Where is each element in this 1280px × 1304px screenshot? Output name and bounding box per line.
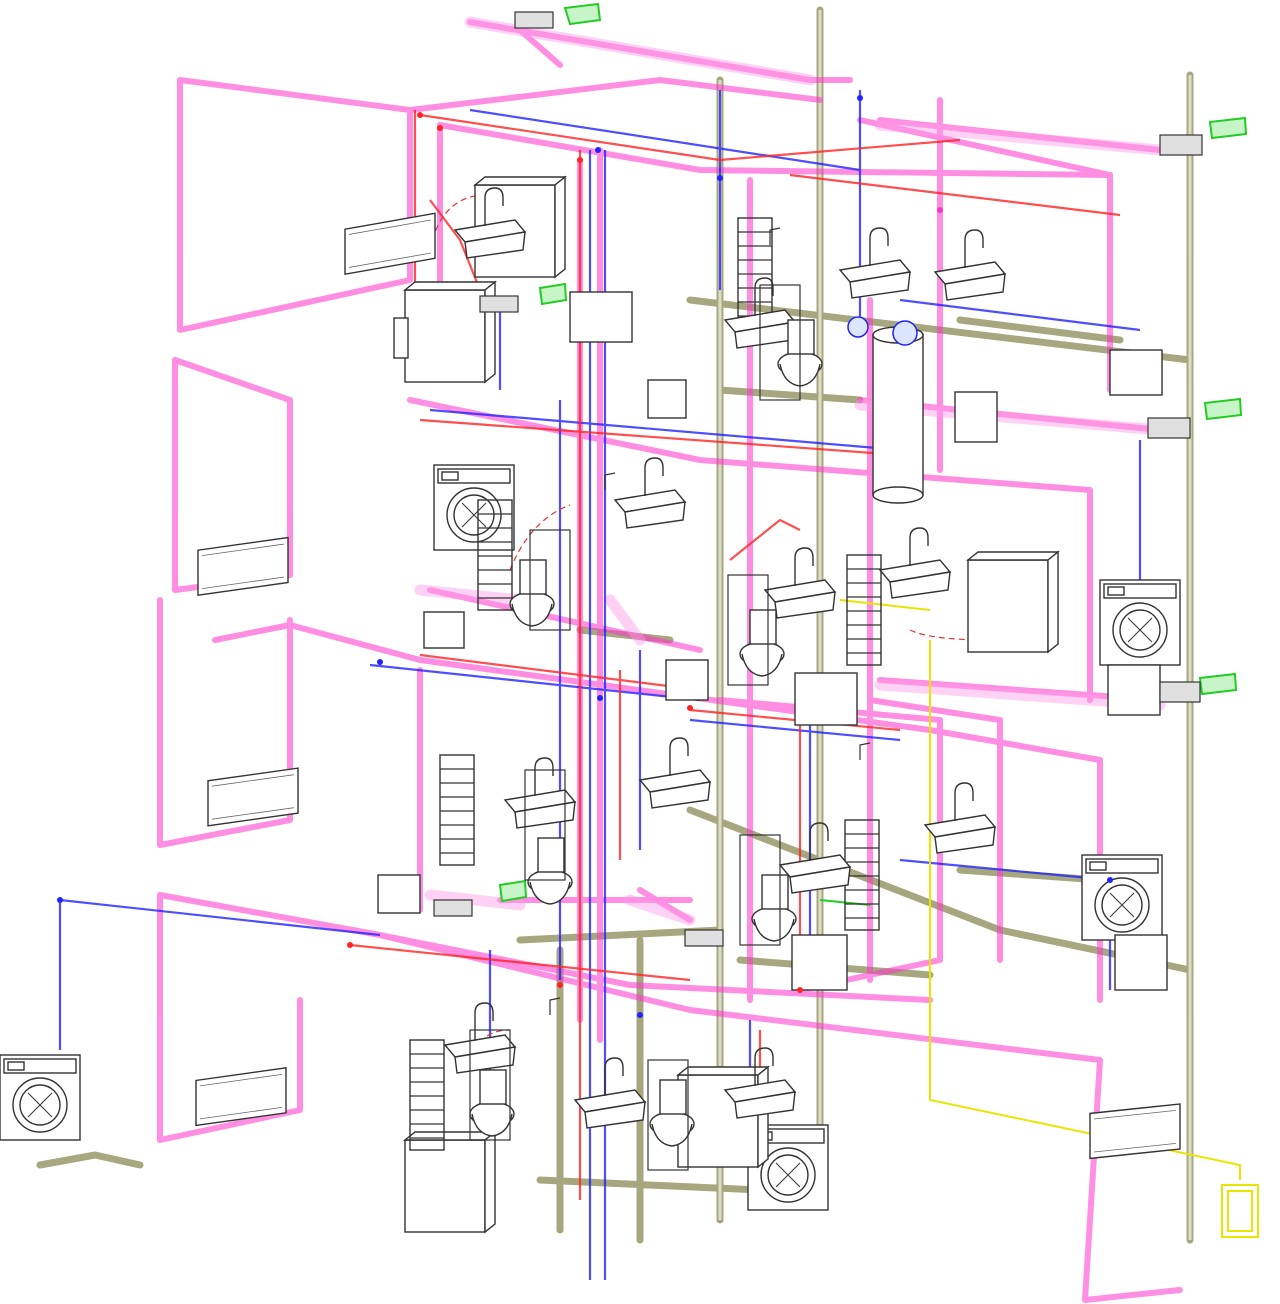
manifold-icon <box>433 11 1203 947</box>
hot-water-network <box>349 110 1121 1200</box>
radiator-icon <box>1114 934 1168 991</box>
fitting-markers <box>57 95 1113 1018</box>
radiator-icon <box>197 536 289 596</box>
radiator-icon <box>647 379 687 419</box>
sink-icon <box>444 1002 516 1074</box>
washing-machine-icon <box>433 464 515 551</box>
washing-machine-icon <box>1099 579 1181 666</box>
toilet-icon <box>751 874 797 942</box>
water-heater-icon <box>872 326 924 504</box>
sink-icon <box>639 737 711 809</box>
radiator-icon <box>791 934 848 991</box>
boiler-icon <box>967 551 1059 653</box>
toilet-icon <box>739 609 785 677</box>
washing-machine-icon <box>1081 854 1163 941</box>
boiler-icon <box>404 1131 496 1233</box>
radiator-icon <box>794 672 858 726</box>
toilet-icon <box>469 1069 515 1137</box>
radiator-icon <box>423 611 465 649</box>
install-frames <box>469 284 801 1171</box>
sink-icon <box>574 1057 646 1129</box>
radiator-icon <box>1089 1103 1181 1160</box>
radiator-icon <box>377 874 421 914</box>
washing-machine-icon <box>0 1054 81 1141</box>
sink-icon <box>614 457 686 529</box>
fixtures <box>0 11 1203 1233</box>
towel-warmer-icon <box>439 754 475 866</box>
radiator-icon <box>1107 664 1161 716</box>
towel-warmer-icon <box>846 554 882 666</box>
sink-icon <box>764 547 836 619</box>
gas-network <box>839 599 1259 1238</box>
radiator-icon <box>665 659 709 701</box>
sink-icon <box>839 227 911 299</box>
radiator-icon <box>207 767 299 827</box>
radiator-icon <box>344 212 436 275</box>
radiator-icon <box>1109 349 1163 396</box>
radiator-icon <box>954 391 998 443</box>
heating-network <box>157 16 1183 1303</box>
pump-icon <box>847 316 918 346</box>
toilet-icon <box>509 559 555 627</box>
shower-icon <box>549 227 871 1015</box>
radiator-icon <box>393 317 409 359</box>
sink-icon <box>924 782 996 854</box>
radiator-icon <box>569 291 633 343</box>
sink-icon <box>934 229 1006 301</box>
sink-icon <box>879 527 951 599</box>
